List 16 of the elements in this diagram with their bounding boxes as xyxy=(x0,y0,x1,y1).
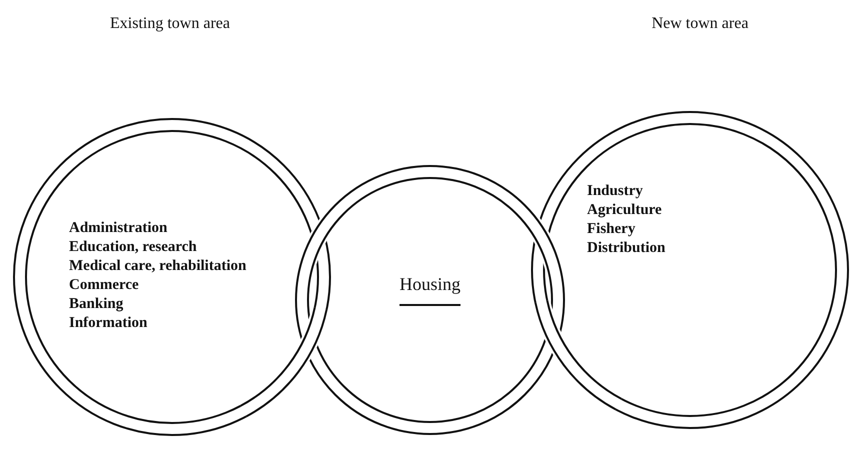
function-item: Information xyxy=(69,314,148,333)
double-ring xyxy=(14,119,330,435)
function-item: Industry xyxy=(587,182,644,201)
function-item: Fishery xyxy=(587,220,636,239)
double-ring xyxy=(296,166,564,434)
function-item: Administration xyxy=(69,219,168,238)
area-heading: Existing town area xyxy=(110,15,230,33)
function-item: Medical care, rehabilitation xyxy=(69,257,246,276)
function-item: Education, research xyxy=(69,238,198,257)
function-item: Agriculture xyxy=(587,201,663,220)
function-item: Distribution xyxy=(587,239,666,258)
function-item: Commerce xyxy=(69,276,140,295)
function-item: Banking xyxy=(69,295,124,314)
node-label: Housing xyxy=(400,274,460,306)
double-ring xyxy=(532,112,848,428)
area-heading: New town area xyxy=(652,15,748,33)
